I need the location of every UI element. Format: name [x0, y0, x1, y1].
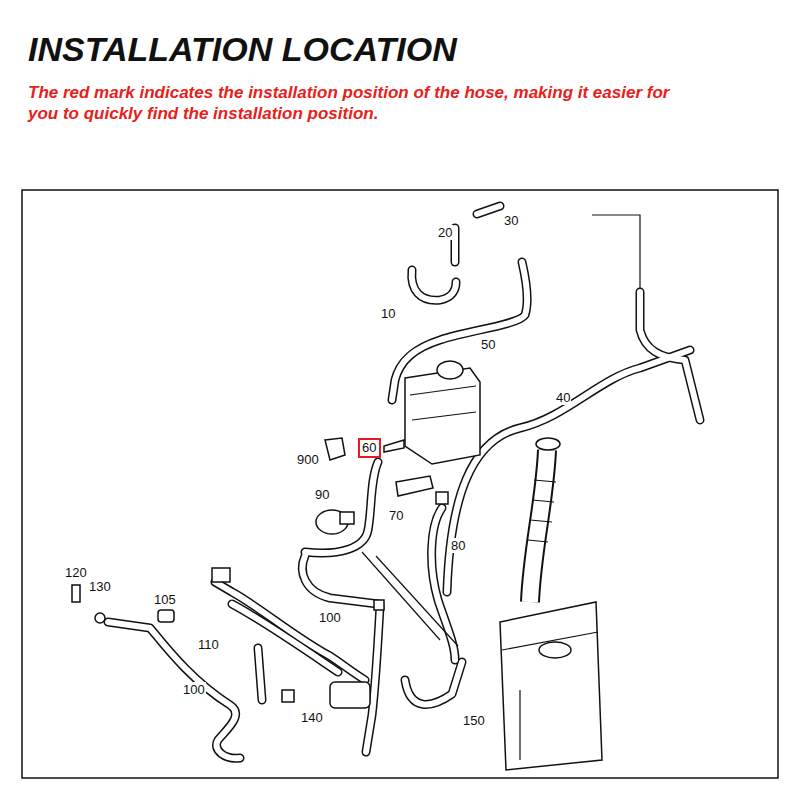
callout-number: 130: [88, 579, 112, 594]
small-parts: [72, 438, 448, 708]
highlight-box: 60: [358, 438, 381, 458]
hose-outline: [108, 206, 700, 758]
callout-number: 30: [503, 213, 519, 228]
callout-number: 20: [437, 225, 453, 240]
leader-lines: [362, 215, 640, 646]
hose-inner: [108, 206, 700, 758]
title: INSTALLATION LOCATION: [28, 30, 457, 69]
callout-number: 120: [64, 565, 88, 580]
callout-number: 110: [197, 637, 220, 652]
callout-number: 40: [555, 390, 571, 405]
callout-number: 80: [450, 538, 466, 553]
callout-number: 140: [300, 710, 324, 725]
washer-reservoir: [500, 438, 602, 770]
callout-number: 105: [153, 592, 177, 607]
callout-number: 60: [362, 441, 377, 455]
callout-number: 100: [318, 610, 342, 625]
callout-number: 70: [388, 508, 404, 523]
expansion-tank: [384, 361, 480, 464]
callout-number: 10: [380, 306, 396, 321]
caption: The red mark indicates the installation …: [28, 82, 678, 125]
callout-number: 50: [480, 337, 496, 352]
callout-number: 150: [462, 713, 486, 728]
callout-number: 100: [182, 682, 206, 697]
callout-number: 90: [314, 487, 330, 502]
callout-number: 900: [296, 452, 320, 467]
